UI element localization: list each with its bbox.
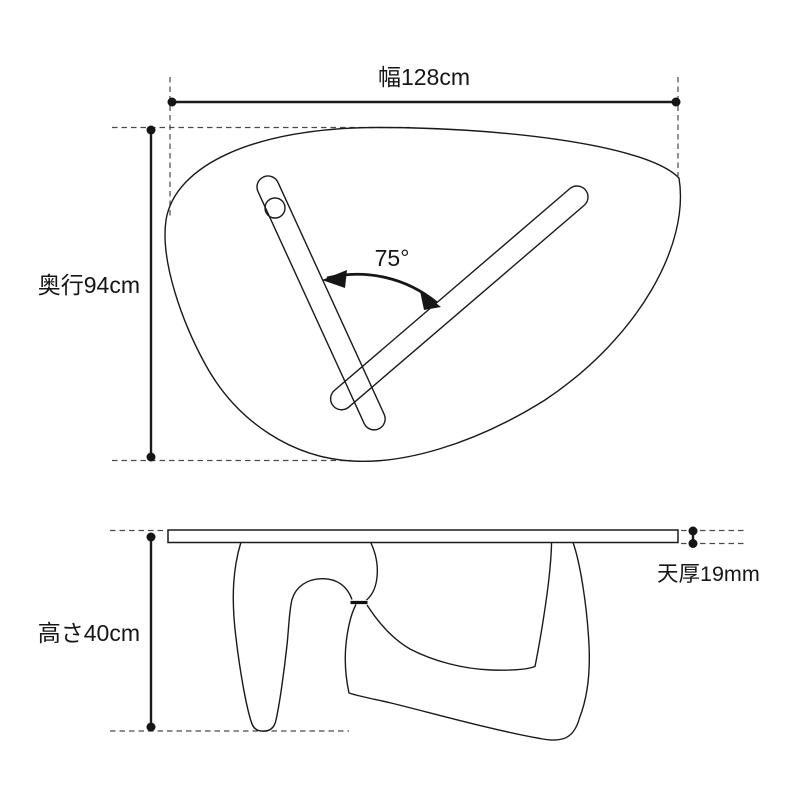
thickness-dimension-endpoint-bottom [688,539,698,548]
leg-pivot-knob [264,197,286,219]
depth-dimension-endpoint-top [146,125,156,135]
thickness-dimension-label: 天厚19mm [657,562,760,586]
base-right-piece-upper-edge [366,542,553,671]
tabletop-outline-top-view [164,126,682,463]
side-view: 高さ40cm 天厚19mm [38,526,760,741]
height-dimension-label: 高さ40cm [38,620,140,646]
depth-dimension-endpoint-bottom [146,452,156,462]
leg-left-top-view [256,175,386,431]
width-dimension-endpoint-left [167,97,177,107]
height-dimension-endpoint-top [146,532,156,542]
width-dimension-endpoint-right [671,97,681,107]
angle-arrowhead-left [322,270,347,288]
top-view: 幅128cm 奥行94cm 75° [38,64,682,463]
tabletop-side-view [167,529,679,544]
thickness-dimension-endpoint-top [688,526,698,536]
depth-dimension-label: 奥行94cm [38,272,140,298]
base-left-piece-right-edge [366,541,379,601]
leg-right-top-view [329,185,589,411]
height-dimension-endpoint-bottom [146,722,156,732]
base-right-piece-lower-edge [344,542,590,741]
angle-arrowhead-right [420,291,441,310]
leg-angle-label: 75° [375,245,410,271]
base-left-piece [232,541,353,732]
width-dimension-label: 幅128cm [378,64,470,90]
